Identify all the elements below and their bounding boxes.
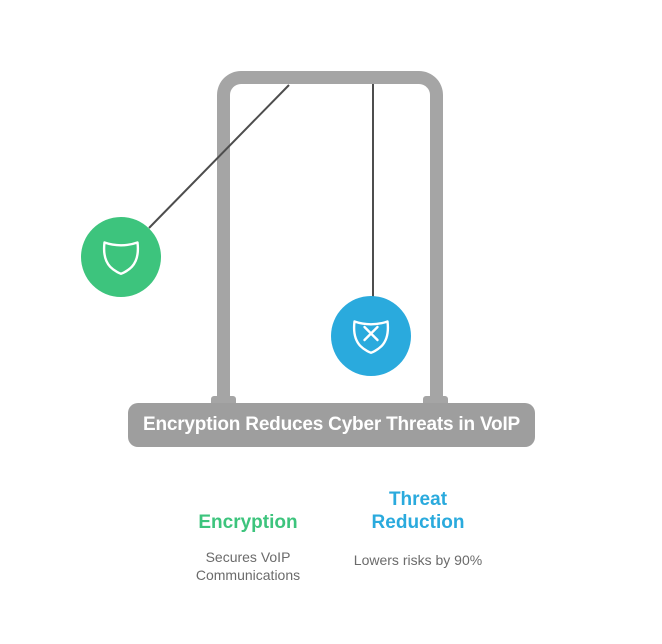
frame-right-foot (423, 396, 448, 404)
threat-title-line: Reduction (371, 512, 465, 533)
shield-icon (102, 241, 140, 275)
threat-pendulum-ball (331, 296, 411, 376)
encryption-subtitle-line: Secures VoIP (205, 549, 291, 565)
encryption-title-line: Encryption (198, 512, 298, 533)
threat-subtitle-line: Lowers risks by 90% (353, 552, 483, 568)
threat-title-line: Threat (388, 489, 448, 510)
frame-left-foot (211, 396, 236, 404)
encryption-column-subtitle: Secures VoIP Communications (148, 548, 348, 584)
threat-reduction-column-title: Threat Reduction (318, 488, 518, 534)
banner-title: Encryption Reduces Cyber Threats in VoIP (142, 414, 521, 435)
shield-x-icon (352, 320, 390, 354)
title-banner: Encryption Reduces Cyber Threats in VoIP (128, 403, 535, 447)
threat-reduction-column-subtitle: Lowers risks by 90% (318, 551, 518, 569)
encryption-subtitle-line: Communications (195, 567, 301, 583)
encryption-pendulum-ball (81, 217, 161, 297)
encryption-column-title: Encryption (148, 511, 348, 534)
